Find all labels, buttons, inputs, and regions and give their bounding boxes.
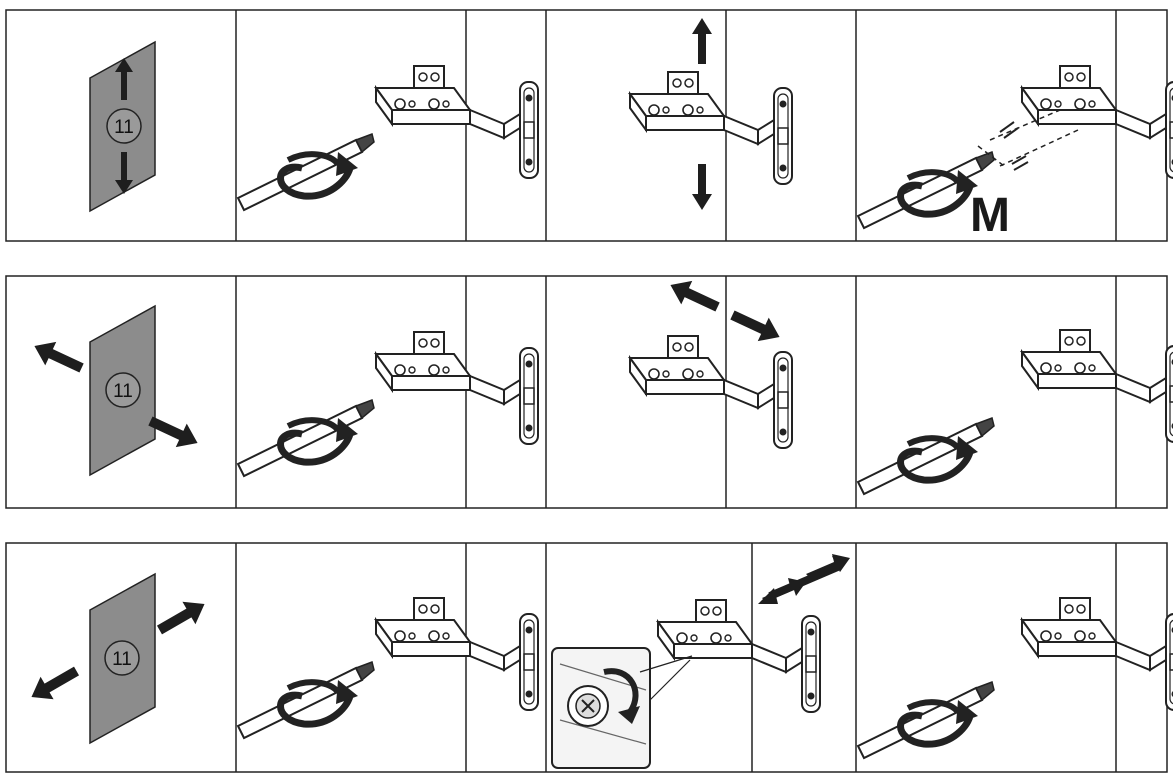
row-2-step-1 bbox=[238, 331, 539, 476]
screw-icon bbox=[977, 109, 1079, 171]
direction-arrow-icon bbox=[115, 58, 133, 194]
row-1-step-3: M bbox=[858, 65, 1173, 242]
cabinet-hinge-icon bbox=[375, 331, 539, 445]
row-1: 11 bbox=[5, 9, 1173, 242]
direction-arrow-icon bbox=[758, 554, 850, 604]
row-1-step-2 bbox=[629, 18, 793, 210]
screwdriver-icon bbox=[238, 400, 374, 476]
screwdriver-icon bbox=[858, 682, 994, 758]
row-2-step-3 bbox=[858, 329, 1173, 494]
cabinet-hinge-icon bbox=[375, 65, 539, 179]
row-2-step-2 bbox=[629, 273, 793, 449]
cabinet-hinge-icon bbox=[1021, 597, 1173, 711]
cabinet-hinge-icon bbox=[629, 335, 793, 449]
door-panel-icon: 11 bbox=[89, 40, 156, 213]
screw-label: M bbox=[970, 189, 1010, 242]
screwdriver-icon bbox=[238, 662, 374, 738]
row-2: 11 bbox=[5, 273, 1173, 509]
cabinet-hinge-icon bbox=[629, 71, 793, 185]
door-number: 11 bbox=[114, 117, 134, 138]
cabinet-hinge-icon bbox=[375, 597, 539, 711]
cam-adjust-detail bbox=[551, 647, 693, 769]
door-number: 11 bbox=[113, 381, 133, 402]
door-number: 11 bbox=[112, 649, 132, 670]
cabinet-hinge-icon bbox=[1021, 65, 1173, 179]
cabinet-hinge-icon bbox=[1021, 329, 1173, 443]
row-3-step-1 bbox=[238, 597, 539, 738]
row-3: 11 bbox=[5, 542, 1173, 773]
row-3-step-2 bbox=[551, 554, 850, 769]
row-3-step-3 bbox=[858, 597, 1173, 758]
screwdriver-icon bbox=[238, 134, 374, 210]
door-panel-icon: 11 bbox=[24, 572, 212, 745]
door-panel-icon: 11 bbox=[28, 304, 204, 477]
row-2-frame bbox=[5, 275, 1168, 509]
screwdriver-icon bbox=[858, 418, 994, 494]
cabinet-hinge-icon bbox=[657, 599, 821, 713]
row-1-step-1 bbox=[238, 65, 539, 210]
direction-arrow-icon bbox=[692, 18, 712, 210]
